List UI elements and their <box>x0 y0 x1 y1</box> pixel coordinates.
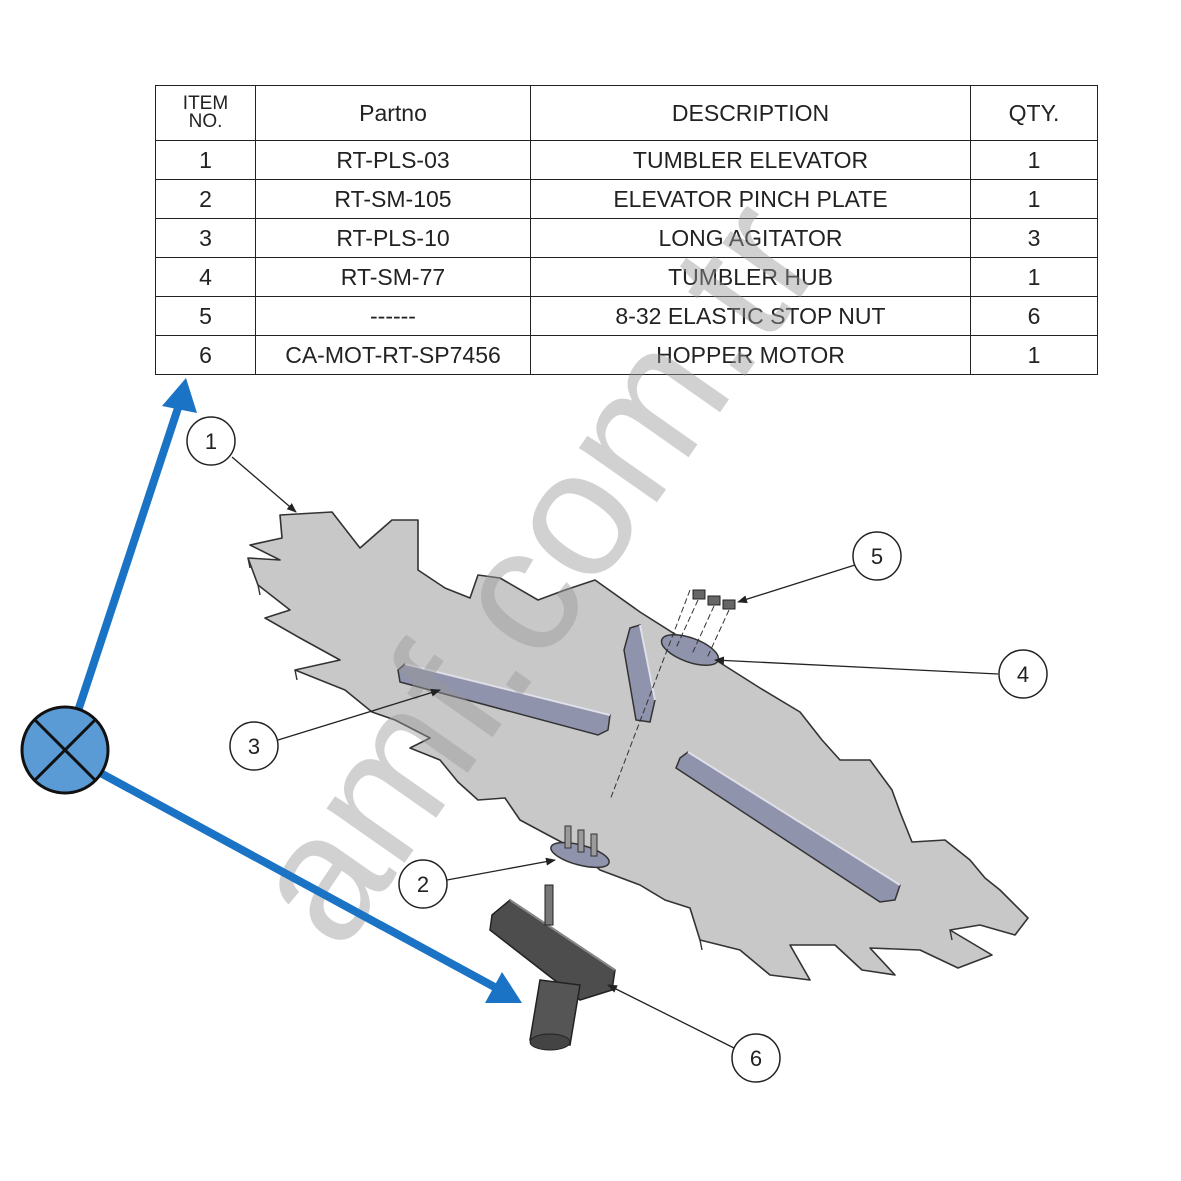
bom-partno-cell: RT-PLS-10 <box>255 218 531 258</box>
bom-qty-cell: 6 <box>970 296 1098 336</box>
table-row: 6 CA-MOT-RT-SP7456 HOPPER MOTOR 1 <box>155 335 1098 375</box>
bom-item-cell: 2 <box>155 179 256 219</box>
bom-qty-cell: 1 <box>970 179 1098 219</box>
bom-qty-cell: 1 <box>970 257 1098 297</box>
balloon-3: 3 <box>229 721 279 771</box>
bom-description-cell: 8-32 ELASTIC STOP NUT <box>530 296 971 336</box>
balloon-label: 1 <box>205 429 217 454</box>
long-agitator-part <box>397 663 611 736</box>
balloon-label: 4 <box>1017 662 1029 687</box>
hopper-motor-part <box>489 884 616 1051</box>
bom-description-cell: TUMBLER HUB <box>530 257 971 297</box>
table-row: 2 RT-SM-105 ELEVATOR PINCH PLATE 1 <box>155 179 1098 219</box>
balloon-label: 6 <box>750 1046 762 1071</box>
bom-header-description: DESCRIPTION <box>530 85 971 141</box>
coordinate-axis-up-arrow <box>71 378 197 722</box>
balloon-6: 6 <box>731 1033 781 1083</box>
balloon-label: 5 <box>871 544 883 569</box>
bom-description-cell: LONG AGITATOR <box>530 218 971 258</box>
balloon-4: 4 <box>998 649 1048 699</box>
assembly-axis-lines <box>609 589 730 801</box>
bom-description-cell: TUMBLER ELEVATOR <box>530 140 971 180</box>
balloon-2: 2 <box>398 859 448 909</box>
balloon-5: 5 <box>852 531 902 581</box>
long-agitator-part <box>675 751 901 903</box>
leader-lines <box>231 456 999 1051</box>
bom-partno-cell: ------ <box>255 296 531 336</box>
bom-item-cell: 6 <box>155 335 256 375</box>
elastic-stop-nut-part <box>692 589 736 610</box>
bom-header-qty: QTY. <box>970 85 1098 141</box>
elevator-pinch-plate-part <box>550 825 610 869</box>
bom-item-cell: 4 <box>155 257 256 297</box>
origin-cross-circle-icon <box>20 705 110 795</box>
bom-qty-cell: 1 <box>970 335 1098 375</box>
table-row: 3 RT-PLS-10 LONG AGITATOR 3 <box>155 218 1098 258</box>
balloon-1: 1 <box>186 416 236 466</box>
bom-partno-cell: RT-SM-77 <box>255 257 531 297</box>
bom-partno-cell: RT-SM-105 <box>255 179 531 219</box>
bom-description-cell: HOPPER MOTOR <box>530 335 971 375</box>
bom-qty-cell: 1 <box>970 140 1098 180</box>
table-row: 1 RT-PLS-03 TUMBLER ELEVATOR 1 <box>155 140 1098 180</box>
bom-description-cell: ELEVATOR PINCH PLATE <box>530 179 971 219</box>
bom-item-cell: 5 <box>155 296 256 336</box>
coordinate-axis-right-arrow <box>93 766 522 1003</box>
balloon-label: 3 <box>248 734 260 759</box>
bom-header-partno: Partno <box>255 85 531 141</box>
bom-partno-cell: CA-MOT-RT-SP7456 <box>255 335 531 375</box>
bom-partno-cell: RT-PLS-03 <box>255 140 531 180</box>
table-row: 5 ------ 8-32 ELASTIC STOP NUT 6 <box>155 296 1098 336</box>
table-row: 4 RT-SM-77 TUMBLER HUB 1 <box>155 257 1098 297</box>
balloon-label: 2 <box>417 872 429 897</box>
